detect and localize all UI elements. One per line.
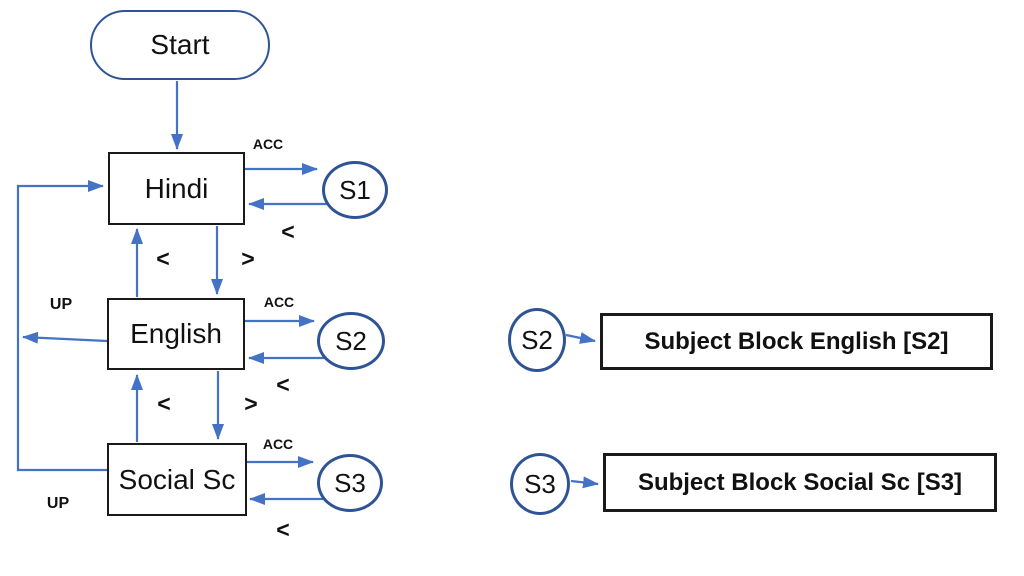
state-circle-s1: S1 (322, 161, 388, 219)
prev-label-s1: < (281, 218, 295, 245)
next-label-english-social: > (244, 390, 258, 417)
acc-label-hindi: ACC (252, 136, 284, 152)
subject-box-social-sc: Social Sc (107, 443, 247, 516)
subject-box-hindi: Hindi (108, 152, 245, 225)
state-circle-s2: S2 (317, 312, 385, 370)
acc-label-social: ACC (262, 436, 294, 452)
edge-s2-to-block-english (565, 332, 596, 344)
prev-label-english-social: < (157, 390, 171, 417)
prev-label-s2: < (276, 371, 290, 398)
state-circle-s3: S3 (317, 454, 383, 512)
acc-label-english: ACC (263, 294, 295, 310)
legend-block-social: Subject Block Social Sc [S3] (603, 453, 997, 512)
edge-s3-to-block-social (570, 476, 599, 489)
legend-block-english: Subject Block English [S2] (600, 313, 993, 370)
legend-circle-s2: S2 (508, 308, 566, 372)
edge-social-up-to-hindi (16, 180, 107, 472)
edge-english-up-left (22, 331, 108, 344)
legend-circle-s3: S3 (510, 453, 570, 515)
subject-box-english: English (107, 298, 245, 370)
next-label-hindi-english: > (241, 245, 255, 272)
up-label-english: UP (49, 296, 73, 313)
start-node: Start (90, 10, 270, 80)
up-label-social: UP (46, 495, 70, 512)
prev-label-hindi-english: < (156, 245, 170, 272)
prev-label-s3: < (276, 516, 290, 543)
